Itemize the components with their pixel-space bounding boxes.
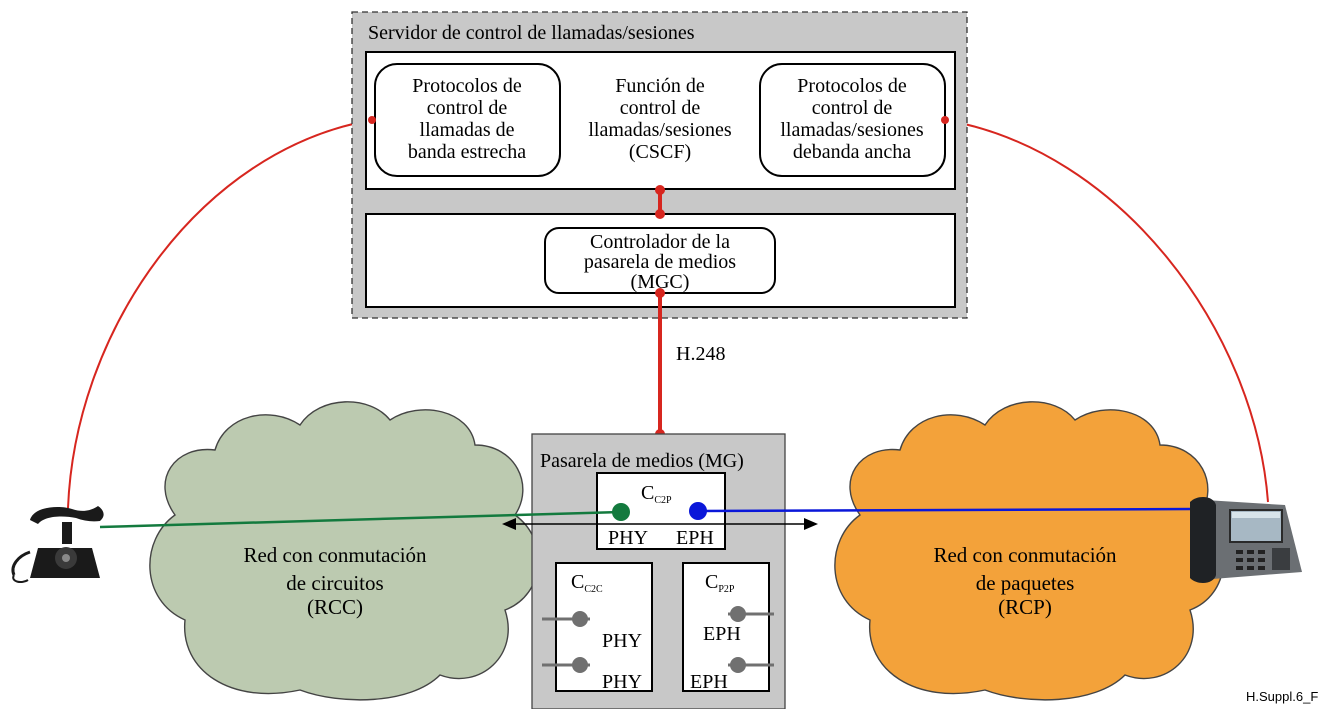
p2p-context (682, 562, 770, 692)
c2c-label: CC2C (571, 571, 603, 595)
rcc-line-3: (RCC) (307, 595, 363, 619)
rotary-telephone-icon (11, 506, 104, 584)
figure-id: H.Suppl.6_F04 (1246, 689, 1318, 704)
broadband-signaling-arc (944, 119, 1269, 503)
mgc-line-2: pasarela de medios (584, 251, 736, 273)
gateway-title: Pasarela de medios (MG) (540, 450, 744, 472)
broadband-line-3: llamadas/sesiones (780, 119, 924, 141)
p2p-eph-2: EPH (690, 671, 728, 693)
cscf-line-1: Función de (615, 75, 705, 97)
arrow-head-right (804, 518, 818, 530)
circuit-bearer-line (99, 510, 622, 529)
rcp-line-2: de paquetes (976, 571, 1075, 595)
c2c-context (555, 562, 653, 692)
cscf-line-4: (CSCF) (629, 141, 691, 163)
c2c-phy-1: PHY (602, 630, 642, 652)
red-dot (368, 116, 376, 124)
blue-termination (689, 502, 707, 520)
red-dot (655, 209, 665, 219)
c2p-phy: PHY (608, 527, 648, 549)
p2p-label: CP2P (705, 571, 735, 595)
c2p-label: CC2P (641, 482, 672, 506)
p2p-port-2 (730, 657, 746, 673)
red-dot (655, 185, 665, 195)
narrowband-line-1: Protocolos de (412, 75, 522, 97)
green-termination (612, 503, 630, 521)
mgc-line-3: (MGC) (631, 271, 690, 293)
server-title: Servidor de control de llamadas/sesiones (368, 22, 695, 44)
c2p-eph: EPH (676, 527, 714, 549)
rcc-cloud (149, 401, 539, 701)
narrowband-line-3: llamadas de (420, 119, 515, 141)
packet-bearer-line (697, 507, 1193, 513)
mgc-line-1: Controlador de la (590, 231, 730, 253)
narrowband-signaling-arc (67, 119, 373, 509)
rcp-cloud (834, 401, 1224, 701)
p2p-port-1 (730, 606, 746, 622)
c2c-phy-2: PHY (602, 671, 642, 693)
rcc-line-2: de circuitos (286, 571, 383, 595)
narrowband-line-4: banda estrecha (408, 141, 526, 163)
c2c-port-1 (572, 611, 588, 627)
red-dot (655, 288, 665, 298)
ip-telephone-icon (1190, 496, 1302, 584)
cscf-line-3: llamadas/sesiones (588, 119, 732, 141)
h248-label: H.248 (676, 343, 725, 365)
rcp-line-3: (RCP) (998, 595, 1052, 619)
p2p-eph-1: EPH (703, 623, 741, 645)
rcp-line-1: Red con conmutación (933, 543, 1117, 567)
c2c-port-2 (572, 657, 588, 673)
broadband-line-1: Protocolos de (797, 75, 907, 97)
broadband-line-2: control de (812, 97, 893, 119)
red-dot (941, 116, 949, 124)
rcc-line-1: Red con conmutación (243, 543, 427, 567)
arrow-head-left (502, 518, 516, 530)
cscf-line-2: control de (620, 97, 701, 119)
broadband-line-4: debanda ancha (793, 141, 911, 163)
narrowband-line-2: control de (427, 97, 508, 119)
